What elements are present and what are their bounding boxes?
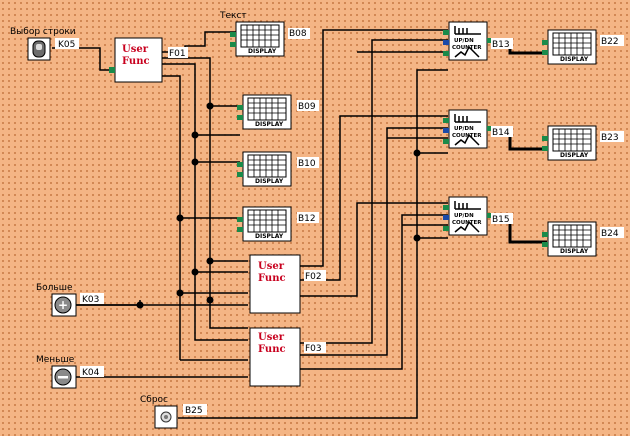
user-func-tag: F03: [305, 344, 322, 354]
user-func-f01[interactable]: User Func F01: [109, 37, 188, 83]
display-b09[interactable]: DISPLAY B09: [236, 94, 319, 130]
more-tag: K03: [82, 295, 99, 305]
user-func-title-line1: User: [258, 332, 285, 343]
user-func-tag: F02: [305, 272, 322, 282]
counter-b14[interactable]: UP/DN COUNTER B14: [442, 109, 513, 149]
push-button-icon: [160, 411, 172, 423]
counter-tag: B14: [492, 128, 510, 138]
user-func-tag: F01: [169, 49, 186, 59]
user-func-title-line1: User: [122, 44, 149, 55]
display-tag: B24: [601, 229, 619, 239]
counter-b13[interactable]: UP/DN COUNTER B13: [442, 21, 513, 61]
display-label: Текст: [219, 11, 247, 21]
display-b08[interactable]: DISPLAY Текст B08: [219, 11, 310, 57]
display-caption: DISPLAY: [255, 178, 284, 185]
user-func-f03[interactable]: User Func F03: [249, 327, 326, 387]
user-func-f02[interactable]: User Func F02: [249, 254, 326, 314]
display-tag: B12: [298, 214, 316, 224]
counter-subtitle: COUNTER: [452, 220, 482, 226]
user-func-title-line2: Func: [122, 56, 150, 67]
less-input[interactable]: Меньше K04: [36, 355, 104, 389]
display-tag: B10: [298, 159, 316, 169]
user-func-title-line1: User: [258, 261, 285, 272]
counter-tag: B13: [492, 40, 510, 50]
user-func-title-line2: Func: [258, 344, 286, 355]
reset-input[interactable]: Сброс B25: [140, 395, 207, 429]
input-pin-icon: [109, 67, 115, 73]
wires: [52, 29, 448, 419]
display-b23[interactable]: DISPLAY B23: [541, 125, 624, 161]
minus-button-icon: [54, 368, 72, 386]
display-b24[interactable]: DISPLAY B24: [541, 221, 624, 257]
counter-output-wires: [487, 38, 547, 244]
display-tag: B23: [601, 133, 619, 143]
select-row-label: Выбор строки: [10, 27, 76, 37]
counter-title: UP/DN: [454, 126, 474, 132]
counter-b15[interactable]: UP/DN COUNTER B15: [442, 196, 513, 236]
less-label: Меньше: [36, 355, 75, 365]
counter-title: UP/DN: [454, 213, 474, 219]
counter-title: UP/DN: [454, 38, 474, 44]
display-tag: B09: [298, 102, 316, 112]
counter-subtitle: COUNTER: [452, 45, 482, 51]
display-caption: DISPLAY: [560, 152, 589, 159]
display-tag: B08: [289, 29, 307, 39]
counter-tag: B15: [492, 215, 510, 225]
select-row-tag: K05: [58, 40, 75, 50]
display-b10[interactable]: DISPLAY B10: [236, 151, 319, 187]
more-label: Больше: [36, 283, 73, 293]
reset-tag: B25: [185, 406, 203, 416]
display-caption: DISPLAY: [560, 248, 589, 255]
select-row-input[interactable]: Выбор строки K05: [10, 27, 79, 61]
display-b22[interactable]: DISPLAY B22: [541, 29, 624, 65]
reset-label: Сброс: [140, 395, 168, 405]
display-caption: DISPLAY: [560, 56, 589, 63]
less-tag: K04: [82, 368, 100, 378]
display-b12[interactable]: DISPLAY B12: [236, 206, 319, 242]
display-caption: DISPLAY: [248, 48, 277, 55]
display-caption: DISPLAY: [255, 121, 284, 128]
toggle-switch-icon: [32, 40, 46, 58]
more-input[interactable]: Больше + K03: [36, 283, 104, 317]
counter-subtitle: COUNTER: [452, 133, 482, 139]
plus-button-icon: +: [54, 296, 72, 314]
display-caption: DISPLAY: [255, 233, 284, 240]
display-tag: B22: [601, 37, 619, 47]
junction-dots: [136, 102, 421, 309]
user-func-title-line2: Func: [258, 273, 286, 284]
svg-text:+: +: [58, 298, 68, 312]
